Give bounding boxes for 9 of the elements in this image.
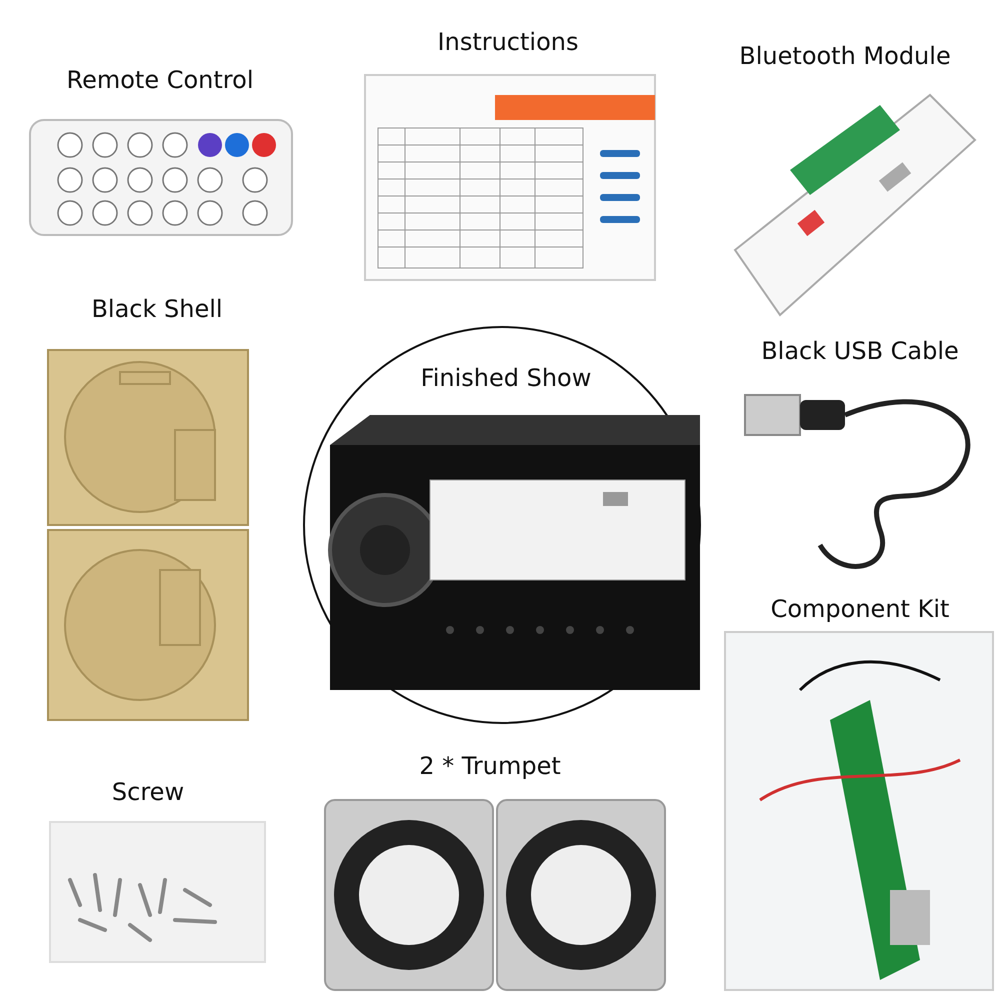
item-caption: Component Kit <box>770 595 950 623</box>
circle-title: Finished Show <box>420 364 592 392</box>
item-caption: Remote Control <box>66 66 254 94</box>
item-caption: Bluetooth Module <box>739 42 951 70</box>
item-caption: Black Shell <box>91 295 223 323</box>
item-caption: Black USB Cable <box>761 337 959 365</box>
item-caption: Instructions <box>438 28 578 56</box>
item-caption: 2 * Trumpet <box>419 752 561 780</box>
item-caption: Screw <box>112 778 184 806</box>
